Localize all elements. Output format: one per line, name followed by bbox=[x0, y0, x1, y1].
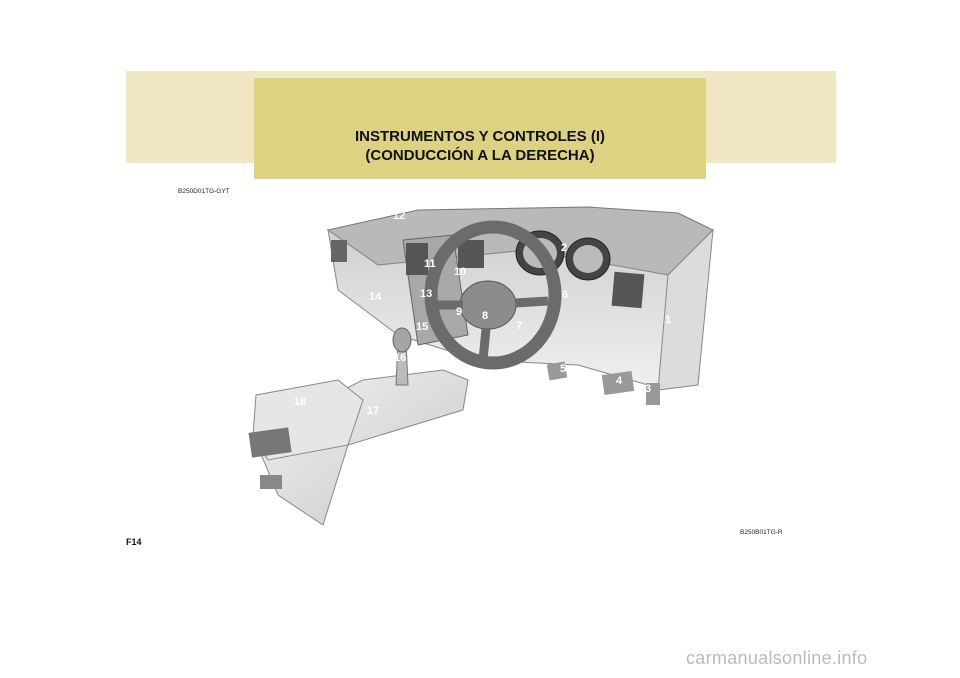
callout-11: 11 bbox=[424, 258, 436, 270]
watermark-text: carmanualsonline.info bbox=[686, 648, 868, 668]
callout-15: 15 bbox=[416, 321, 428, 333]
page-number: F14 bbox=[126, 537, 142, 547]
callout-markers: 12 11 10 2 6 14 13 9 8 7 15 1 16 5 4 3 1… bbox=[294, 210, 671, 417]
callout-14: 14 bbox=[369, 291, 382, 303]
callout-10: 10 bbox=[454, 266, 466, 278]
callout-3: 3 bbox=[645, 383, 651, 395]
callout-7: 7 bbox=[516, 320, 522, 332]
reference-code-top: B250D01TG-GYT bbox=[178, 188, 230, 195]
callout-6: 6 bbox=[562, 289, 568, 301]
callout-18: 18 bbox=[294, 396, 306, 408]
callout-8: 8 bbox=[482, 310, 488, 322]
callout-16: 16 bbox=[394, 352, 406, 364]
callout-9: 9 bbox=[456, 306, 462, 318]
callout-12: 12 bbox=[393, 210, 405, 222]
callout-17: 17 bbox=[367, 405, 379, 417]
reference-code-bottom: B250B01TG-R bbox=[740, 529, 783, 536]
callout-13: 13 bbox=[420, 288, 432, 300]
section-title-box: INSTRUMENTOS Y CONTROLES (I) (CONDUCCIÓN… bbox=[254, 78, 706, 179]
callout-5: 5 bbox=[560, 363, 566, 375]
callout-2: 2 bbox=[561, 242, 567, 254]
callout-1: 1 bbox=[665, 314, 671, 326]
section-subtitle: (CONDUCCIÓN A LA DERECHA) bbox=[365, 147, 595, 164]
car-dashboard-illustration: 12 11 10 2 6 14 13 9 8 7 15 1 16 5 4 3 1… bbox=[248, 206, 714, 526]
section-title: INSTRUMENTOS Y CONTROLES (I) bbox=[354, 128, 606, 145]
callout-4: 4 bbox=[616, 375, 623, 387]
